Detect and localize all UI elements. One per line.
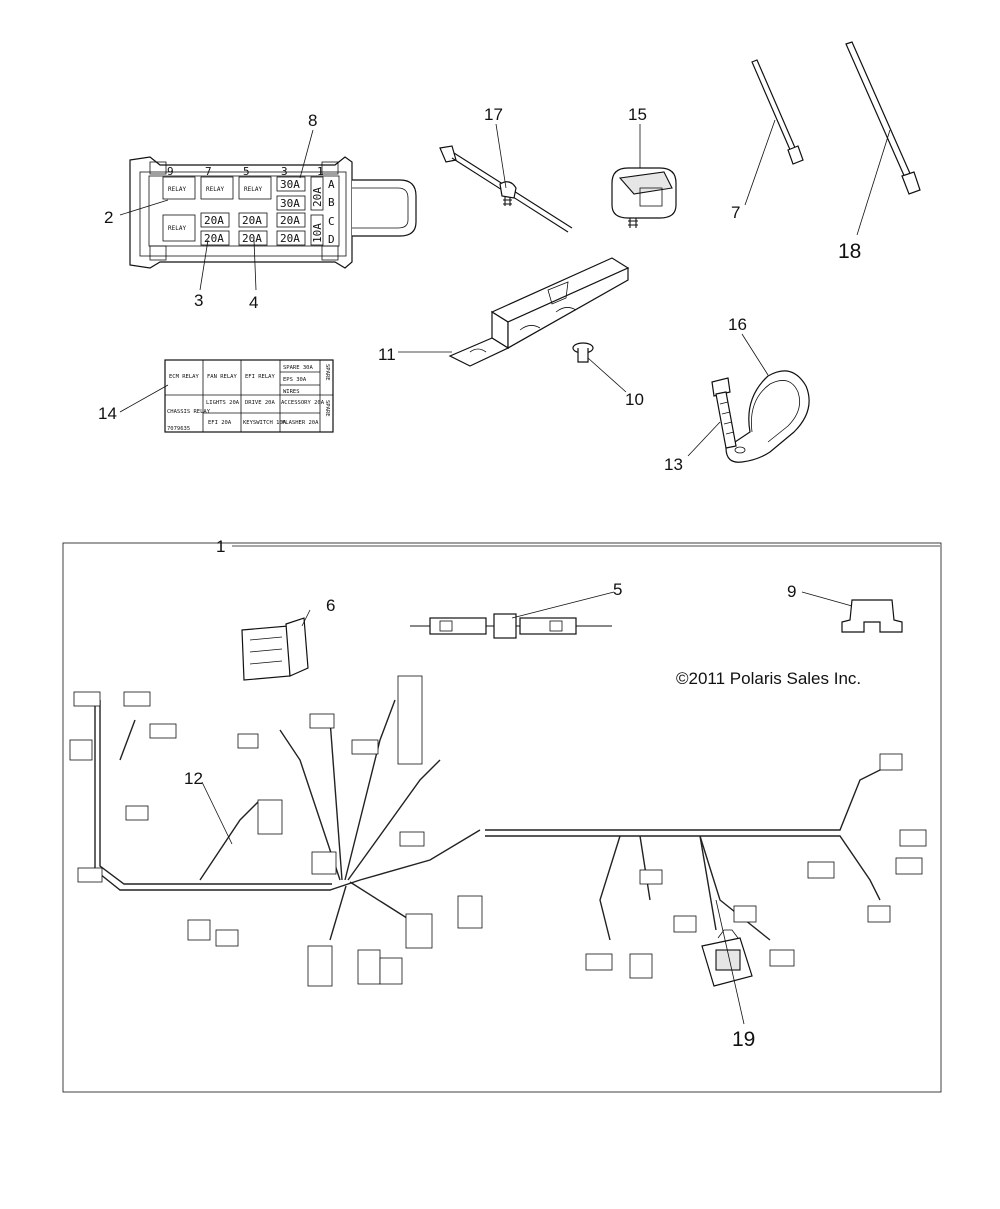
connector-6	[241, 617, 309, 681]
callout-4: 4	[249, 293, 258, 312]
fuse-box-letter: D	[328, 233, 335, 246]
fuse-box-letter: C	[328, 215, 335, 228]
harness-tags	[69, 675, 927, 987]
fuse-label: 20A	[204, 232, 224, 245]
callout-19: 19	[732, 1028, 755, 1051]
label-spare-30a: SPARE 30A	[283, 365, 313, 371]
label-part-number: 7079635	[167, 426, 190, 432]
fuse-box-number: 1	[317, 165, 324, 178]
callout-1: 1	[216, 537, 225, 556]
fuse-box-side-letters: A B C D	[328, 178, 335, 246]
callout-14: 14	[98, 404, 117, 423]
callout-3: 3	[194, 291, 203, 310]
label-lights-20a: LIGHTS 20A	[206, 400, 240, 406]
fuse-label: 20A	[280, 214, 300, 227]
callout-16: 16	[728, 315, 747, 334]
push-mount-cable-tie	[439, 145, 573, 233]
label-wires: WIRES	[283, 389, 300, 395]
relay-label: RELAY	[206, 186, 224, 193]
label-efi-relay: EFI RELAY	[245, 374, 275, 380]
fuse-box-number: 5	[243, 165, 250, 178]
fuse-box-number: 7	[205, 165, 212, 178]
fuse-label: 30A	[280, 178, 300, 191]
fuse-label-vertical: 20A	[311, 187, 324, 207]
label-keyswitch-10a: KEYSWITCH 10A	[243, 420, 287, 426]
fuse-box-number: 3	[281, 165, 288, 178]
label-efi-20a: EFI 20A	[208, 420, 232, 426]
fuse-label: 20A	[204, 214, 224, 227]
callout-7: 7	[731, 203, 740, 222]
fuse-box-fuse-labels: 30A 30A 20A 20A 20A 20A 20A 20A 20A 10A	[204, 178, 324, 245]
p-clamp	[725, 370, 810, 463]
callout-6: 6	[326, 596, 335, 615]
callout-15: 15	[628, 105, 647, 124]
relay-label: RELAY	[168, 225, 186, 232]
callouts: 1 2 3 4 5 6 7 8 9 10 11 12 13 14 15 16 1…	[98, 105, 861, 1051]
callout-9: 9	[787, 582, 796, 601]
label-side-spare-a: SPARE	[324, 364, 330, 381]
main-wiring-harness	[94, 699, 901, 941]
mounting-bracket	[448, 257, 630, 367]
callout-12: 12	[184, 769, 203, 788]
fuse-box-letter: B	[328, 196, 335, 209]
label-drive-20a: DRIVE 20A	[245, 400, 275, 406]
push-rivet	[572, 342, 594, 363]
harness-frame	[62, 542, 942, 1093]
callout-10: 10	[625, 390, 644, 409]
callout-18: 18	[838, 240, 861, 263]
fuse-box	[129, 156, 417, 269]
callout-5: 5	[613, 580, 622, 599]
fuse-label: 20A	[280, 232, 300, 245]
callout-8: 8	[308, 111, 317, 130]
fuse-label: 30A	[280, 197, 300, 210]
fuse-box-letter: A	[328, 178, 335, 191]
flange-bolt	[711, 377, 737, 449]
cable-tie-long	[845, 41, 921, 195]
relay-label: RELAY	[168, 186, 186, 193]
leader-lines	[119, 119, 940, 1025]
label-ecm-relay: ECM RELAY	[169, 374, 199, 380]
cable-tie-short	[751, 59, 804, 165]
callout-11: 11	[378, 345, 396, 364]
fuse-box-number: 9	[167, 165, 174, 178]
callout-17: 17	[484, 105, 503, 124]
wire-connector	[611, 167, 677, 228]
inline-fuse-holder	[410, 613, 612, 639]
fuse-label-vertical: 10A	[311, 223, 324, 243]
fuse-box-relay-labels: RELAY RELAY RELAY RELAY	[168, 186, 262, 232]
label-flasher-20a: FLASHER 20A	[282, 420, 319, 426]
fuse-label: 20A	[242, 214, 262, 227]
fuse-label-card: ECM RELAY FAN RELAY EFI RELAY SPARE 30A …	[164, 359, 334, 433]
callout-2: 2	[104, 208, 113, 227]
callout-13: 13	[664, 455, 683, 474]
label-accessory-20a: ACCESSORY 20A	[281, 400, 325, 406]
fuse-box-top-numbers: 9 7 5 3 1	[167, 165, 324, 178]
protective-cap	[841, 599, 903, 633]
relay-label: RELAY	[244, 186, 262, 193]
label-side-spare-b: SPARE	[324, 400, 330, 417]
label-chassis-relay: CHASSIS RELAY	[167, 409, 211, 415]
fuse-label: 20A	[242, 232, 262, 245]
label-fan-relay: FAN RELAY	[207, 374, 237, 380]
copyright-notice: ©2011 Polaris Sales Inc.	[676, 669, 861, 688]
diagnostic-connector	[701, 929, 753, 987]
label-eps-30a: EPS 30A	[283, 377, 307, 383]
